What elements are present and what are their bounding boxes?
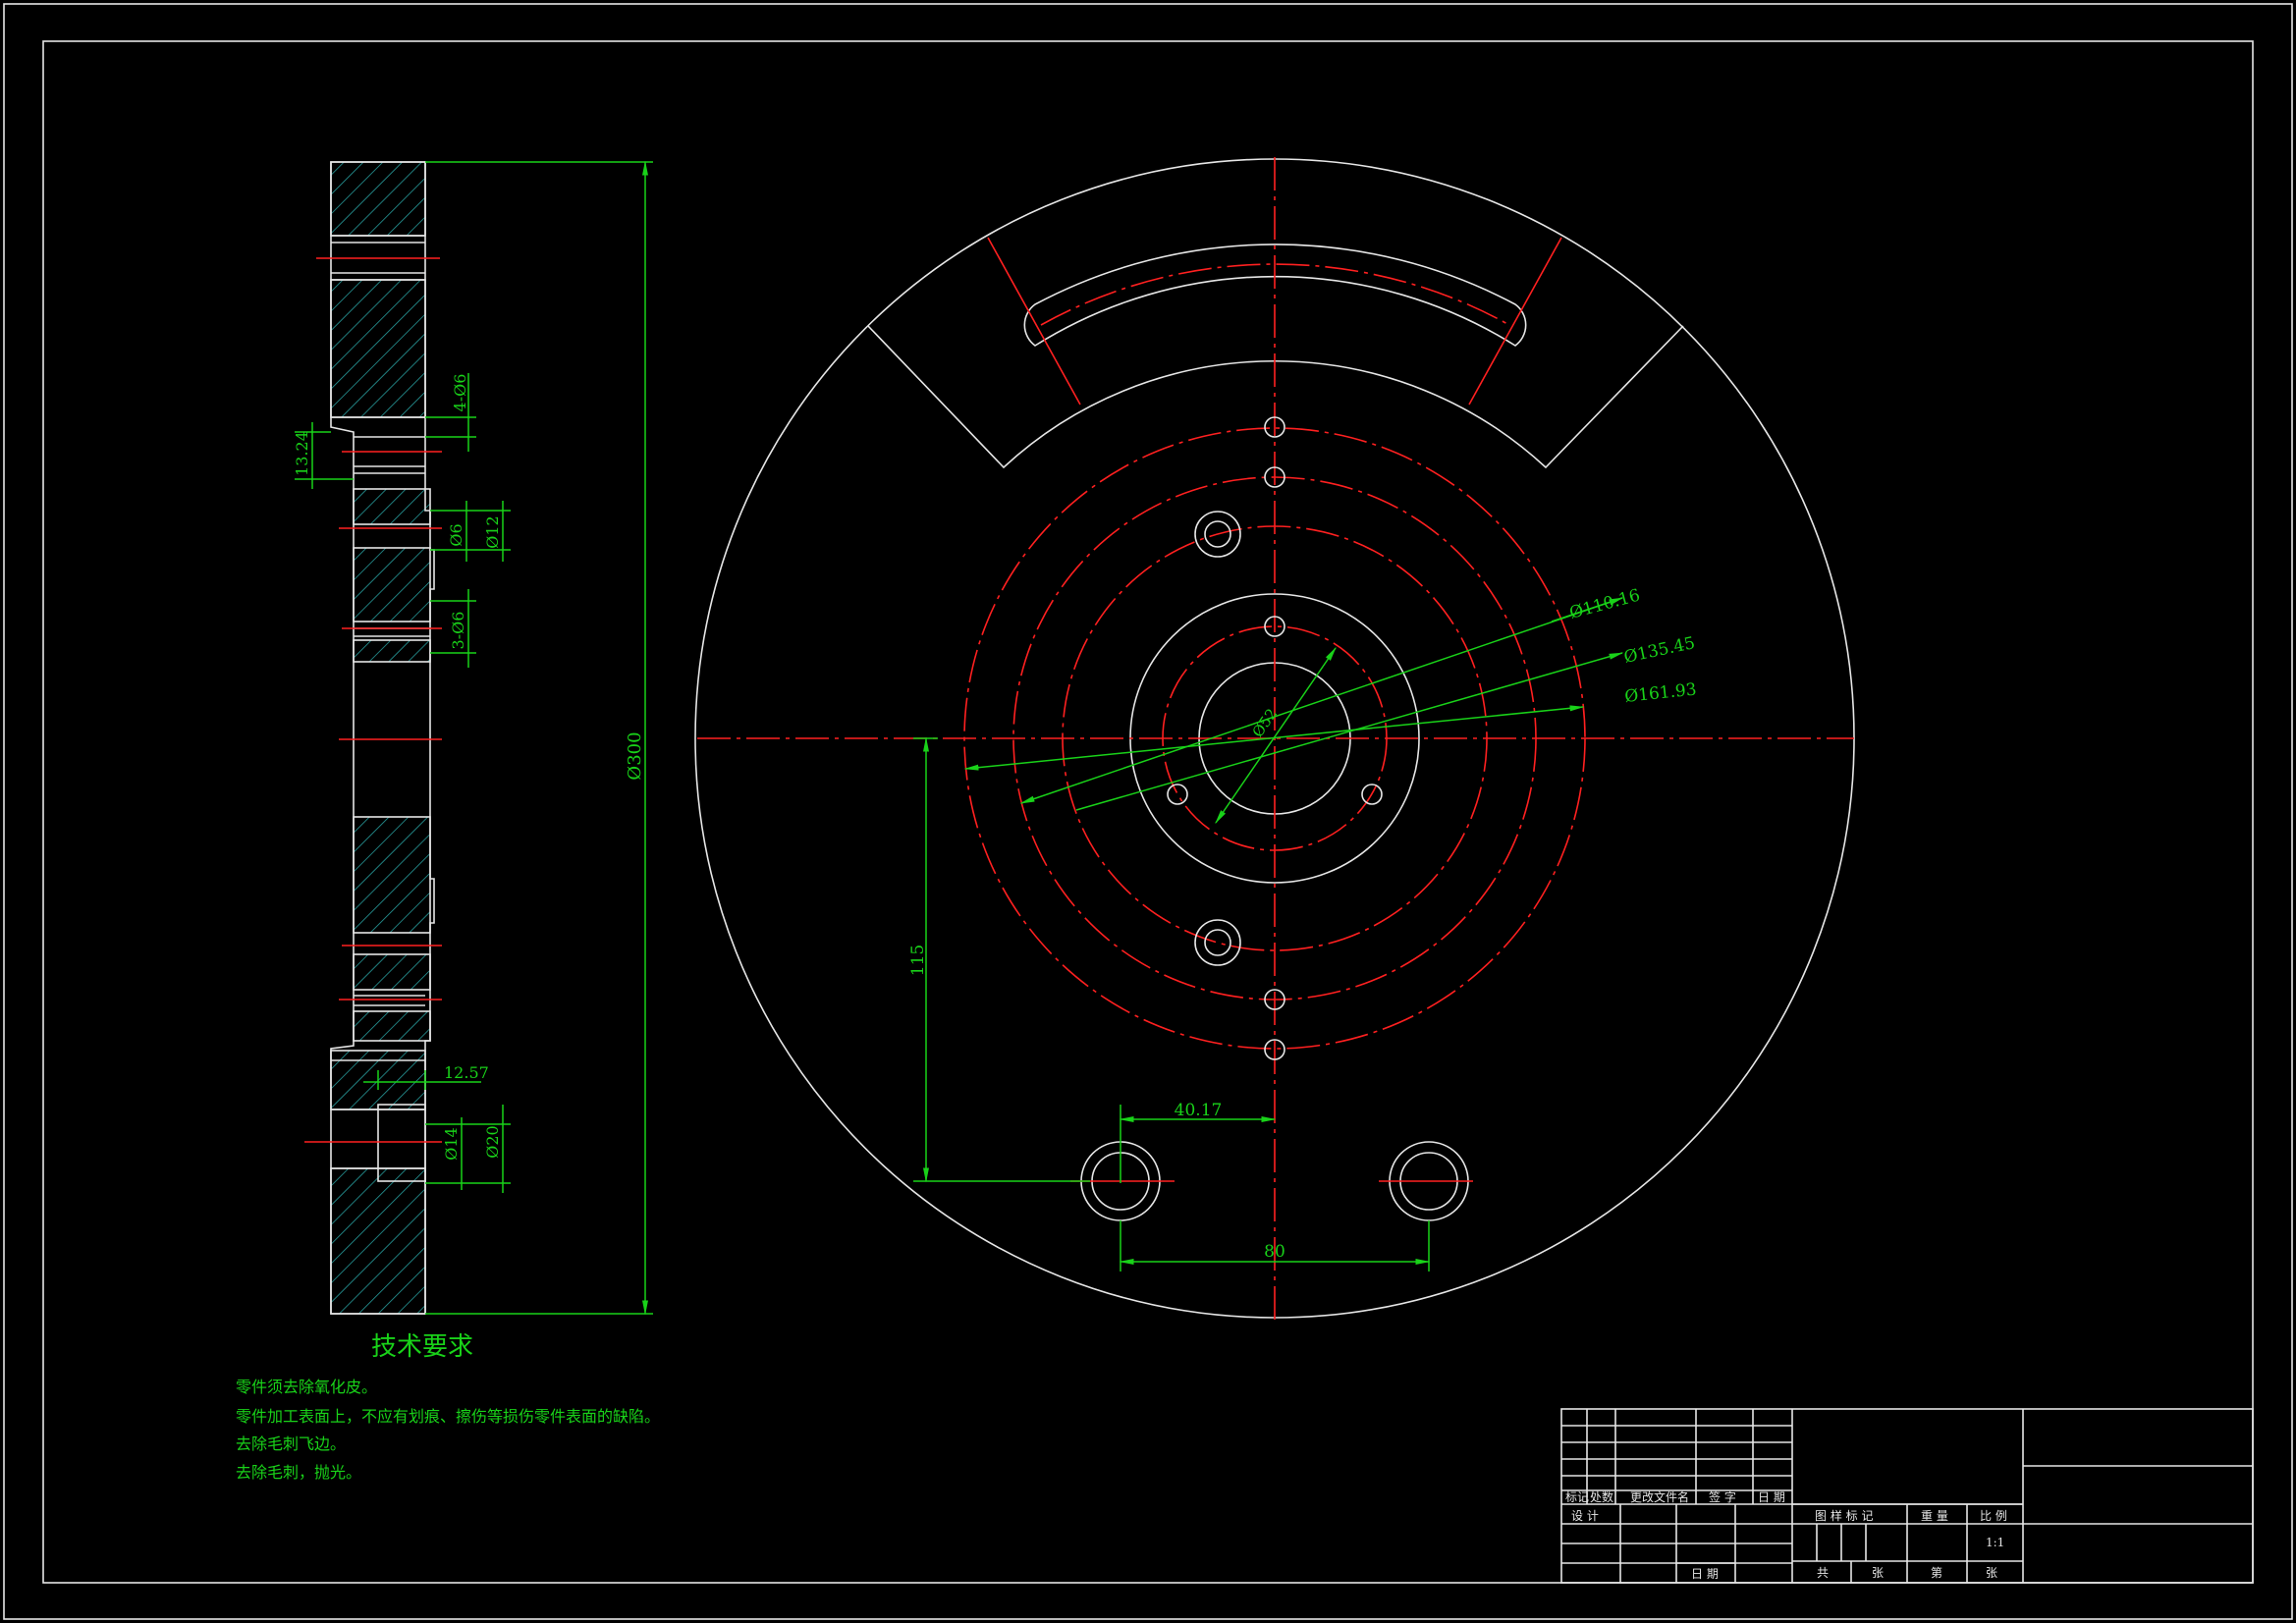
dim-depth: 12.57 bbox=[444, 1063, 489, 1082]
tech-item-2: 零件加工表面上，不应有划痕、擦伤等损伤零件表面的缺陷。 bbox=[236, 1407, 660, 1426]
section-hatch-mid1 bbox=[353, 488, 431, 525]
dim-dia-110: Ø110.16 bbox=[1567, 586, 1642, 623]
sector-pocket bbox=[867, 325, 1684, 469]
section-hatch-lower1 bbox=[353, 816, 431, 934]
rev-header-sign: 签 字 bbox=[1709, 1489, 1736, 1504]
dim-horizontal-offset: 40.17 bbox=[1175, 1101, 1223, 1120]
tech-requirements: 技术要求 零件须去除氧化皮。 零件加工表面上，不应有划痕、擦伤等损伤零件表面的缺… bbox=[236, 1332, 660, 1482]
tech-title: 技术要求 bbox=[371, 1332, 473, 1362]
dim-4-holes: 4-Ø6 bbox=[451, 374, 469, 412]
section-hatch-mid2 bbox=[353, 547, 431, 622]
hole-bottom-1 bbox=[1264, 989, 1285, 1010]
dim-bore-14: Ø14 bbox=[442, 1127, 461, 1160]
scale-label: 比 例 bbox=[1980, 1509, 2007, 1523]
dim-dia-135: Ø135.45 bbox=[1622, 633, 1697, 668]
hub-hole-left bbox=[1167, 784, 1188, 805]
tech-item-4: 去除毛刺，抛光。 bbox=[236, 1463, 361, 1482]
dim-hole-12: Ø12 bbox=[483, 515, 502, 548]
dim-dia-161: Ø161.93 bbox=[1623, 679, 1697, 707]
sheet-label: 张 bbox=[1872, 1566, 1884, 1580]
page-sheet-label: 张 bbox=[1986, 1566, 1997, 1580]
tech-item-3: 去除毛刺飞边。 bbox=[236, 1434, 346, 1453]
dim-bore-20: Ø20 bbox=[483, 1125, 502, 1158]
rev-header-count: 处数 bbox=[1590, 1489, 1613, 1504]
dim-hole-6: Ø6 bbox=[447, 523, 465, 546]
date-label: 日 期 bbox=[1691, 1567, 1719, 1581]
dim-3-holes: 3-Ø6 bbox=[449, 612, 467, 650]
dim-vertical-offset: 115 bbox=[908, 945, 928, 976]
design-label: 设 计 bbox=[1571, 1509, 1599, 1523]
rev-header-file: 更改文件名 bbox=[1630, 1489, 1689, 1504]
dim-overall-dia: Ø300 bbox=[625, 731, 645, 780]
section-hatch-mid3 bbox=[353, 639, 431, 663]
scale-value: 1:1 bbox=[1986, 1536, 2004, 1549]
sheet-frame bbox=[3, 3, 2293, 1620]
section-hatch-upper bbox=[330, 279, 426, 418]
tech-item-1: 零件须去除氧化皮。 bbox=[236, 1378, 377, 1396]
dim-hole-spacing: 80 bbox=[1264, 1242, 1285, 1262]
rev-header-mark: 标记 bbox=[1565, 1490, 1589, 1504]
section-hatch-lower2 bbox=[353, 953, 431, 991]
weight-label: 重 量 bbox=[1921, 1509, 1948, 1523]
section-hatch-top bbox=[330, 161, 426, 237]
arc-slot bbox=[1023, 243, 1527, 347]
plan-view: Ø110.16 Ø135.45 Ø161.93 Ø52 115 40.17 80 bbox=[694, 157, 1855, 1325]
page-label: 第 bbox=[1931, 1566, 1942, 1580]
hole-top-1 bbox=[1264, 416, 1285, 438]
cbore-lower bbox=[1194, 919, 1241, 966]
hole-top-2 bbox=[1264, 466, 1285, 488]
section-view: Ø300 4-Ø6 13.24 Ø6 Ø12 3-Ø6 12.57 Ø1 bbox=[293, 160, 653, 1316]
stage-label: 图 样 标 记 bbox=[1815, 1508, 1873, 1523]
section-hatch-bottom2 bbox=[330, 1167, 426, 1315]
cbore-upper bbox=[1194, 511, 1241, 558]
dim-slot-width: 13.24 bbox=[293, 431, 311, 476]
title-block: 标记 处数 更改文件名 签 字 日 期 设 计 日 期 图 样 标 记 重 量 … bbox=[1560, 1408, 2254, 1584]
total-label: 共 bbox=[1817, 1566, 1829, 1580]
rev-header-date: 日 期 bbox=[1758, 1490, 1785, 1504]
hole-bottom-2 bbox=[1264, 1039, 1285, 1060]
section-hatch-lower3 bbox=[353, 1010, 431, 1042]
